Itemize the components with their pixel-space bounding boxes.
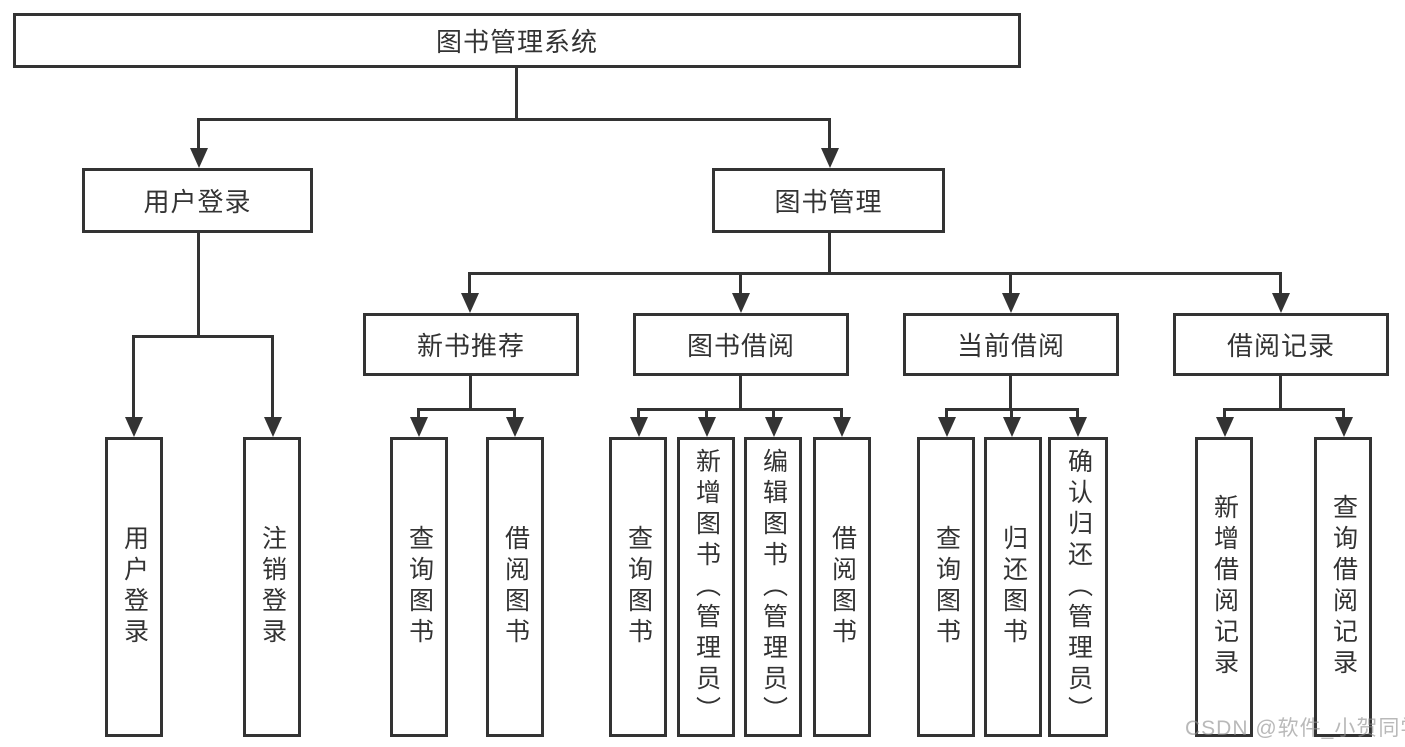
arrow-g3-c3: [1076, 408, 1079, 417]
arrow-g2-c4: [840, 408, 843, 417]
connector-rail-book-mgmt: [468, 272, 1282, 275]
leaf-query-books-g2: 查询图书: [609, 437, 667, 737]
leaf-query-books-g1: 查询图书: [390, 437, 448, 737]
arrow-g2-c1: [637, 408, 640, 417]
arrow-g3-c1: [945, 408, 948, 417]
leaf-borrow-books-g2: 借阅图书: [813, 437, 871, 737]
node-book-borrow: 图书借阅: [633, 313, 849, 376]
node-new-book-recommend: 新书推荐: [363, 313, 579, 376]
node-borrow-records: 借阅记录: [1173, 313, 1389, 376]
connector-stem-book-mgmt: [828, 232, 831, 275]
node-current-borrow: 当前借阅: [903, 313, 1119, 376]
leaf-edit-books-admin: 编辑图书（管理员）: [744, 437, 802, 737]
arrow-g1-c1: [417, 408, 420, 417]
arrow-to-user-login: [197, 118, 200, 148]
node-user-login: 用户登录: [82, 168, 313, 233]
arrow-to-leaf-logout: [271, 335, 274, 417]
leaf-logout: 注销登录: [243, 437, 301, 737]
arrow-to-leaf-user-login: [132, 335, 135, 417]
leaf-add-books-admin: 新增图书（管理员）: [677, 437, 735, 737]
connector-rail-borrow-records: [1223, 408, 1345, 411]
connector-stem-borrow-records: [1279, 375, 1282, 411]
leaf-query-books-g3: 查询图书: [917, 437, 975, 737]
connector-rail-root: [197, 118, 831, 121]
leaf-confirm-return-admin: 确认归还（管理员）: [1048, 437, 1108, 737]
connector-stem-user-login: [197, 232, 200, 338]
arrow-to-book-borrow: [739, 272, 742, 293]
arrow-g3-c2: [1010, 408, 1013, 417]
node-root: 图书管理系统: [13, 13, 1021, 68]
arrow-to-borrow-records: [1279, 272, 1282, 293]
connector-rail-new-book: [417, 408, 516, 411]
arrow-g1-c2: [513, 408, 516, 417]
leaf-borrow-books-g1: 借阅图书: [486, 437, 544, 737]
connector-rail-book-borrow: [637, 408, 843, 411]
leaf-return-books: 归还图书: [984, 437, 1042, 737]
arrow-to-new-book: [468, 272, 471, 293]
connector-stem-current-borrow: [1009, 375, 1012, 411]
node-book-mgmt: 图书管理: [712, 168, 945, 233]
connector-rail-user-login: [132, 335, 274, 338]
arrow-g4-c1: [1223, 408, 1226, 417]
connector-stem-root: [515, 67, 518, 121]
connector-stem-new-book: [469, 375, 472, 411]
arrow-g4-c2: [1342, 408, 1345, 417]
arrow-g2-c2: [705, 408, 708, 417]
arrow-to-book-mgmt: [828, 118, 831, 148]
arrow-to-current-borrow: [1009, 272, 1012, 293]
leaf-add-borrow-record: 新增借阅记录: [1195, 437, 1253, 737]
connector-stem-book-borrow: [739, 375, 742, 411]
watermark: CSDN @软件_小贺同学: [1185, 717, 1405, 740]
leaf-query-borrow-record: 查询借阅记录: [1314, 437, 1372, 737]
arrow-g2-c3: [772, 408, 775, 417]
leaf-user-login: 用户登录: [105, 437, 163, 737]
